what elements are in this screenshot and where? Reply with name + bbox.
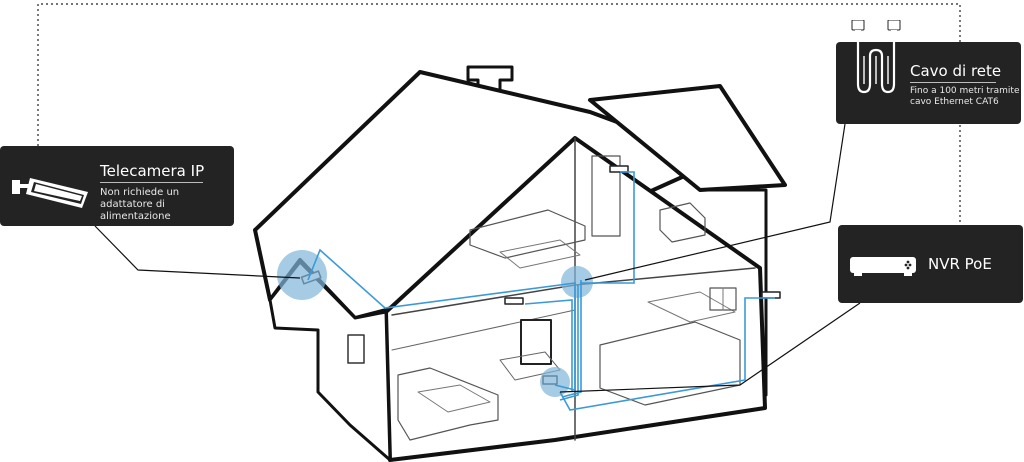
nvr-recorder-icon	[850, 257, 916, 276]
nvr-title: NVR PoE	[928, 255, 992, 273]
cable-description: Fino a 100 metri tramite cavo Ethernet C…	[910, 86, 1020, 107]
cable-callout: Cavo di rete Fino a 100 metri tramite ca…	[836, 20, 1021, 124]
nvr-highlight	[540, 367, 570, 397]
ip-camera-callout: Telecamera IP Non richiede un adattatore…	[0, 146, 234, 226]
dotted-connection-line	[37, 3, 961, 225]
cable-title: Cavo di rete	[910, 62, 1002, 80]
cable-underline	[910, 82, 996, 83]
cable-highlight	[561, 266, 593, 298]
leader-lines	[94, 123, 861, 393]
ip-camera-title: Telecamera IP	[100, 162, 205, 180]
ip-camera-highlight	[277, 250, 327, 300]
network-cables	[307, 171, 775, 411]
house	[253, 65, 787, 462]
ip-camera-description: Non richiede un adattatore di alimentazi…	[100, 187, 180, 222]
ip-camera-underline	[100, 182, 203, 183]
security-camera-icon	[12, 178, 88, 208]
ethernet-cable-icon	[851, 20, 901, 94]
nvr-callout: NVR PoE	[838, 225, 1023, 303]
